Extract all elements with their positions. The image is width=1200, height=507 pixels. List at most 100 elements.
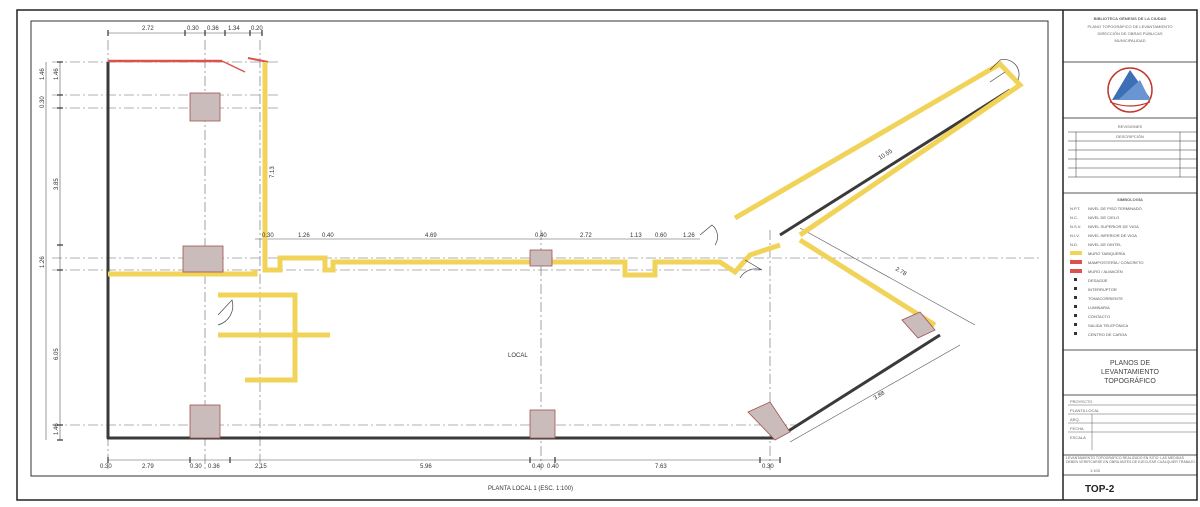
legend-item: INTERRUPTOR — [1074, 287, 1117, 292]
legend-label: NIVEL SUPERIOR DE VIGA — [1088, 224, 1139, 229]
legend-item: CONTACTO — [1074, 314, 1110, 319]
header-line: PLANO TOPOGRÁFICO DE LEVANTAMIENTO — [1088, 24, 1173, 29]
sheet-border — [16, 9, 1198, 501]
dim-label: 1.26 — [40, 256, 46, 268]
info-label: FECHA — [1070, 426, 1084, 431]
dim-label: 0.36 — [208, 464, 220, 470]
legend-label: MURO / ALMACÉN — [1088, 269, 1123, 274]
dim-label: 7.13 — [270, 166, 276, 178]
dim-label: 1.26 — [683, 233, 695, 239]
bottom-dimension-texts: 0.30 2.79 0.30 0.36 2.15 5.96 0.40 0.40 … — [100, 464, 774, 470]
legend-item: CENTRO DE CARGA — [1074, 332, 1127, 337]
diagonal-wall-length: 10.55 — [878, 148, 894, 161]
legend-swatch — [1070, 251, 1082, 255]
column — [529, 409, 556, 439]
dim-label: 0.30 — [100, 464, 112, 470]
dim-label: 0.30 — [762, 464, 774, 470]
legend-item: LUMINARIA — [1074, 305, 1110, 310]
diagonal-dimension-texts: 10.55 2.78 3.88 — [873, 148, 908, 401]
column — [747, 401, 791, 441]
dim-label: 2.72 — [580, 233, 592, 239]
legend-marker — [1074, 314, 1077, 317]
legend-code: N.P.T. — [1070, 206, 1080, 211]
info-label: PLANTA LOCAL — [1070, 408, 1100, 413]
room-label: LOCAL — [508, 353, 528, 359]
legend-code: N.C. — [1070, 215, 1078, 220]
dim-label: 3.85 — [54, 178, 60, 190]
top-dimension-texts: 2.72 0.30 0.36 1.34 0.20 — [142, 26, 263, 32]
dim-label: 0.30 — [187, 26, 199, 32]
dim-label: 0.40 — [532, 464, 544, 470]
exterior-walls — [106, 62, 1011, 440]
dim-label: 1.26 — [298, 233, 310, 239]
columns — [182, 92, 936, 441]
legend-code: N.I.V. — [1070, 233, 1080, 238]
info-label: ARQ. — [1070, 417, 1080, 422]
brick-wall-top — [108, 57, 269, 73]
legend-label: MURO TABIQUERÍA — [1088, 251, 1126, 256]
dim-label: 1.46 — [40, 68, 46, 80]
title-block-header: BIBLIOTECA GÉNESIS DE LA CIUDAD PLANO TO… — [1088, 16, 1173, 43]
legend-label: DESAGÜE — [1088, 278, 1108, 283]
legend-item: DESAGÜE — [1074, 278, 1108, 283]
legend-item: MAMPOSTERÍA / CONCRETO — [1070, 260, 1144, 265]
legend-code: N.S.V. — [1070, 224, 1081, 229]
mid-dimension-texts: 0.30 1.26 0.40 4.69 0.40 2.72 1.13 0.60 … — [262, 233, 695, 239]
info-label: ESCALA — [1070, 435, 1086, 440]
legend-label: NIVEL DE DINTEL — [1088, 242, 1122, 247]
info-label: PROYECTO — [1070, 399, 1092, 404]
legend-swatch — [1070, 260, 1082, 264]
symbology: SIMBOLOGÍA N.P.T. NIVEL DE PISO TERMINADO… — [1070, 197, 1144, 337]
legend-item: N.S.V. NIVEL SUPERIOR DE VIGA — [1070, 224, 1139, 229]
notes-text: LEVANTAMIENTO TOPOGRÁFICO REALIZADO EN S… — [1066, 456, 1196, 464]
door-swings — [217, 59, 1020, 326]
legend-item: N.C.NIVEL DE CIELO — [1070, 215, 1119, 220]
dim-label: 0.60 — [655, 233, 667, 239]
dim-label: 0.36 — [207, 26, 219, 32]
dim-label: 0.30 — [190, 464, 202, 470]
plan-title-line: LEVANTAMIENTO — [1101, 369, 1160, 376]
legend-swatch — [1070, 269, 1082, 273]
column — [901, 311, 936, 339]
legend-marker — [1074, 296, 1077, 299]
dim-label: 2.78 — [894, 267, 908, 278]
legend-item: MURO / ALMACÉN — [1070, 269, 1123, 274]
plan-title-line: PLANOS DE — [1110, 360, 1150, 367]
dim-label: 2.79 — [142, 464, 154, 470]
plan-title-line: TOPOGRÁFICO — [1104, 376, 1156, 385]
legend-item: TOMACORRIENTE — [1074, 296, 1123, 301]
header-line: DIRECCIÓN DE OBRAS PÚBLICAS — [1097, 31, 1162, 36]
legend-item: MURO TABIQUERÍA — [1070, 251, 1126, 256]
side-dimension-texts: 1.46 0.30 1.26 3.85 6.05 1.46 1.46 7.13 — [40, 68, 276, 435]
dim-label: 5.96 — [420, 464, 432, 470]
dim-label: 0.40 — [322, 233, 334, 239]
legend-label: INTERRUPTOR — [1088, 287, 1117, 292]
logo-icon — [1107, 67, 1153, 113]
legend-marker — [1074, 278, 1077, 281]
legend-item: N.P.T. NIVEL DE PISO TERMINADO — [1070, 206, 1142, 211]
dim-label: 3.88 — [873, 390, 887, 402]
dim-label: 4.69 — [425, 233, 437, 239]
symbology-title: SIMBOLOGÍA — [1117, 197, 1143, 202]
legend-label: CENTRO DE CARGA — [1088, 332, 1127, 337]
header-line: BIBLIOTECA GÉNESIS DE LA CIUDAD — [1094, 16, 1167, 21]
dim-label: 2.72 — [142, 26, 154, 32]
drawing-caption: PLANTA LOCAL 1 (ESC. 1:100) — [488, 486, 573, 492]
legend-item: N.I.V.NIVEL INFERIOR DE VIGA — [1070, 233, 1137, 238]
plan-title: PLANOS DE LEVANTAMIENTO TOPOGRÁFICO — [1101, 360, 1160, 385]
dim-label: 1.34 — [228, 26, 240, 32]
legend-marker — [1074, 287, 1077, 290]
dim-label: 1.13 — [630, 233, 642, 239]
legend-label: LUMINARIA — [1088, 305, 1110, 310]
dimension-ticks — [57, 30, 781, 463]
dim-label: 1.46 — [54, 423, 60, 435]
dim-label: 6.05 — [54, 348, 60, 360]
revisions-title: REVISIONES — [1118, 124, 1143, 129]
dim-label: 7.63 — [655, 464, 667, 470]
legend-marker — [1074, 332, 1077, 335]
notes-block: LEVANTAMIENTO TOPOGRÁFICO REALIZADO EN S… — [1066, 456, 1196, 464]
sheet-code: TOP-2 — [1085, 484, 1115, 495]
column — [189, 92, 221, 122]
legend-label: NIVEL DE PISO TERMINADO — [1088, 206, 1142, 211]
dim-label: 0.30 — [40, 96, 46, 108]
